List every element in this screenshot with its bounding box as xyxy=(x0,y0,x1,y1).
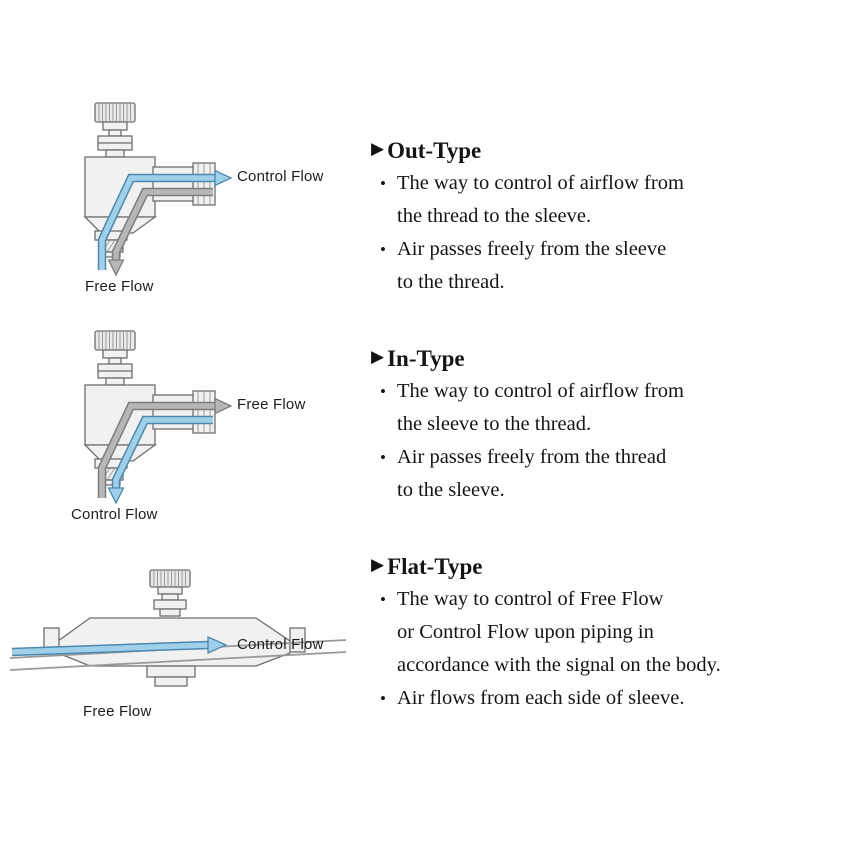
knurl-lines xyxy=(98,104,131,121)
control-flow-label: Control Flow xyxy=(71,506,158,523)
section-title: ▶ In-Type xyxy=(371,342,819,375)
right-arrowhead-icon xyxy=(214,169,233,187)
valve-body xyxy=(43,569,306,687)
down-arrowhead-icon xyxy=(107,259,125,277)
control-flow-label: Control Flow xyxy=(237,168,324,185)
bullet-text: The way to control of airflow from the t… xyxy=(397,172,684,227)
free-flow-arrow xyxy=(97,397,233,498)
bullet-item: • The way to control of airflow from the… xyxy=(371,375,819,441)
bullet-item: • Air passes freely from the thread to t… xyxy=(371,441,819,507)
triangle-marker-icon: ▶ xyxy=(371,347,385,367)
down-arrowhead-icon xyxy=(107,487,125,505)
triangle-marker-icon: ▶ xyxy=(371,139,385,159)
right-flange xyxy=(289,627,306,653)
out-type-figure: Control Flow Free Flow xyxy=(65,100,335,305)
bullet-item: • The way to control of airflow from the… xyxy=(371,167,819,233)
in-type-text-block: ▶ In-Type • The way to control of airflo… xyxy=(371,342,819,507)
adjust-knob xyxy=(94,102,136,123)
free-flow-label: Free Flow xyxy=(85,278,154,295)
section-title-text: Flat-Type xyxy=(387,554,483,579)
right-arrowhead-icon xyxy=(214,397,233,415)
flat-type-valve-drawing xyxy=(9,569,347,687)
control-flow-label: Control Flow xyxy=(237,636,324,653)
out-type-text-block: ▶ Out-Type • The way to control of airfl… xyxy=(371,134,819,299)
bullet-text: Air flows from each side of sleeve. xyxy=(397,687,685,709)
bullet-text: The way to control of Free Flow or Contr… xyxy=(397,588,721,676)
knurl-lines xyxy=(98,332,131,349)
bullet-dot: • xyxy=(380,448,386,467)
control-flow-arrow xyxy=(107,415,213,505)
adjust-knob xyxy=(94,330,136,351)
flat-type-figure: Control Flow Free Flow xyxy=(8,565,348,725)
section-title: ▶ Flat-Type xyxy=(371,550,819,583)
adjust-knob xyxy=(149,569,191,588)
in-type-figure: Free Flow Control Flow xyxy=(65,328,335,533)
lock-nut xyxy=(153,599,187,610)
free-flow-label: Free Flow xyxy=(83,703,152,720)
in-type-valve-drawing xyxy=(83,330,233,505)
bullet-dot: • xyxy=(380,382,386,401)
free-flow-label: Free Flow xyxy=(237,396,306,413)
section-title-text: In-Type xyxy=(387,346,465,371)
out-type-valve-drawing xyxy=(83,102,233,277)
free-flow-arrow xyxy=(107,187,213,277)
triangle-marker-icon: ▶ xyxy=(371,555,385,575)
bullet-text: Air passes freely from the thread to the… xyxy=(397,446,667,501)
knurl-lines xyxy=(153,571,186,586)
control-flow-arrow xyxy=(97,169,233,270)
bullet-dot: • xyxy=(380,689,386,708)
flat-type-text-block: ▶ Flat-Type • The way to control of Free… xyxy=(371,550,819,715)
bullet-dot: • xyxy=(380,240,386,259)
bullet-dot: • xyxy=(380,174,386,193)
bullet-text: Air passes freely from the sleeve to the… xyxy=(397,238,667,293)
bullet-item: • Air flows from each side of sleeve. xyxy=(371,682,819,715)
bullet-text: The way to control of airflow from the s… xyxy=(397,380,684,435)
control-flow-arrow xyxy=(11,635,228,657)
bullet-item: • The way to control of Free Flow or Con… xyxy=(371,583,819,682)
section-title: ▶ Out-Type xyxy=(371,134,819,167)
section-title-text: Out-Type xyxy=(387,138,482,163)
bullet-item: • Air passes freely from the sleeve to t… xyxy=(371,233,819,299)
right-arrowhead-icon xyxy=(207,635,228,655)
valve-body xyxy=(83,102,216,258)
bullet-dot: • xyxy=(380,590,386,609)
